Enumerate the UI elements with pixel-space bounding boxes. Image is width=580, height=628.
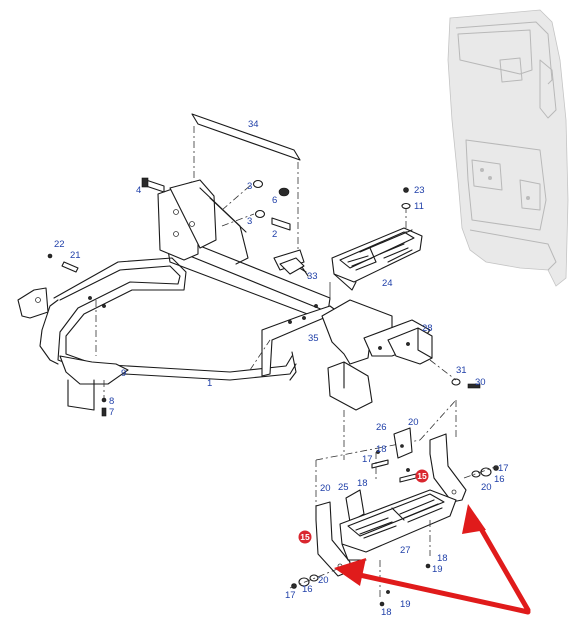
callout-20: 20: [318, 575, 329, 586]
callout-16: 16: [494, 474, 505, 485]
callout-18: 18: [376, 444, 387, 455]
badge-15-left-label: 15: [300, 532, 310, 542]
callout-18: 18: [381, 607, 392, 618]
callout-7: 7: [109, 407, 114, 418]
callout-3: 3: [247, 216, 252, 227]
callout-33: 33: [307, 271, 318, 282]
part-27-step: [339, 489, 457, 600]
callout-17: 17: [498, 463, 509, 474]
callout-labels: 34 4 3 6 3 2 23 11 22 21 33 24 28 35 9 1…: [54, 119, 509, 618]
callout-6: 6: [272, 195, 277, 206]
callout-18: 18: [437, 553, 448, 564]
callout-20: 20: [320, 483, 331, 494]
callout-25: 25: [338, 482, 349, 493]
callout-23: 23: [414, 185, 425, 196]
part-25-plate: [345, 427, 413, 523]
callout-21: 21: [70, 250, 81, 261]
callout-20: 20: [408, 417, 419, 428]
callout-34: 34: [248, 119, 259, 130]
callout-24: 24: [382, 278, 393, 289]
callout-2: 2: [272, 229, 277, 240]
badge-15-left: [298, 530, 312, 544]
callout-27: 27: [400, 545, 411, 556]
part-15-badges: 15 15: [298, 469, 429, 544]
callout-17: 17: [362, 454, 373, 465]
callout-16: 16: [302, 584, 313, 595]
callout-9: 9: [121, 368, 126, 379]
hardware: [47, 177, 499, 607]
callout-1: 1: [207, 378, 212, 389]
callout-31: 31: [456, 365, 467, 376]
callout-19: 19: [400, 599, 411, 610]
badge-15-right: [415, 469, 429, 483]
part-34-plate: [191, 113, 301, 252]
callout-20: 20: [481, 482, 492, 493]
callout-17: 17: [285, 590, 296, 601]
cab-panel-ghost: [447, 9, 569, 287]
callout-19: 19: [432, 564, 443, 575]
callout-3: 3: [247, 181, 252, 192]
part-9-bracket: [59, 300, 129, 411]
callout-8: 8: [109, 396, 114, 407]
callout-22: 22: [54, 239, 65, 250]
callout-35: 35: [308, 333, 319, 344]
badge-15-right-label: 15: [417, 471, 427, 481]
callout-18: 18: [357, 478, 368, 489]
callout-4: 4: [136, 185, 141, 196]
main-frame: [17, 179, 339, 381]
part-35-support: [321, 299, 431, 411]
callout-11: 11: [414, 201, 424, 212]
part-24-step: [331, 206, 423, 291]
part-15-bracket-right: [429, 433, 467, 503]
callout-26: 26: [376, 422, 387, 433]
part-28-bracket: [387, 327, 433, 365]
callout-30: 30: [475, 377, 486, 388]
callout-28: 28: [422, 323, 433, 334]
highlight-arrows: [334, 504, 531, 615]
